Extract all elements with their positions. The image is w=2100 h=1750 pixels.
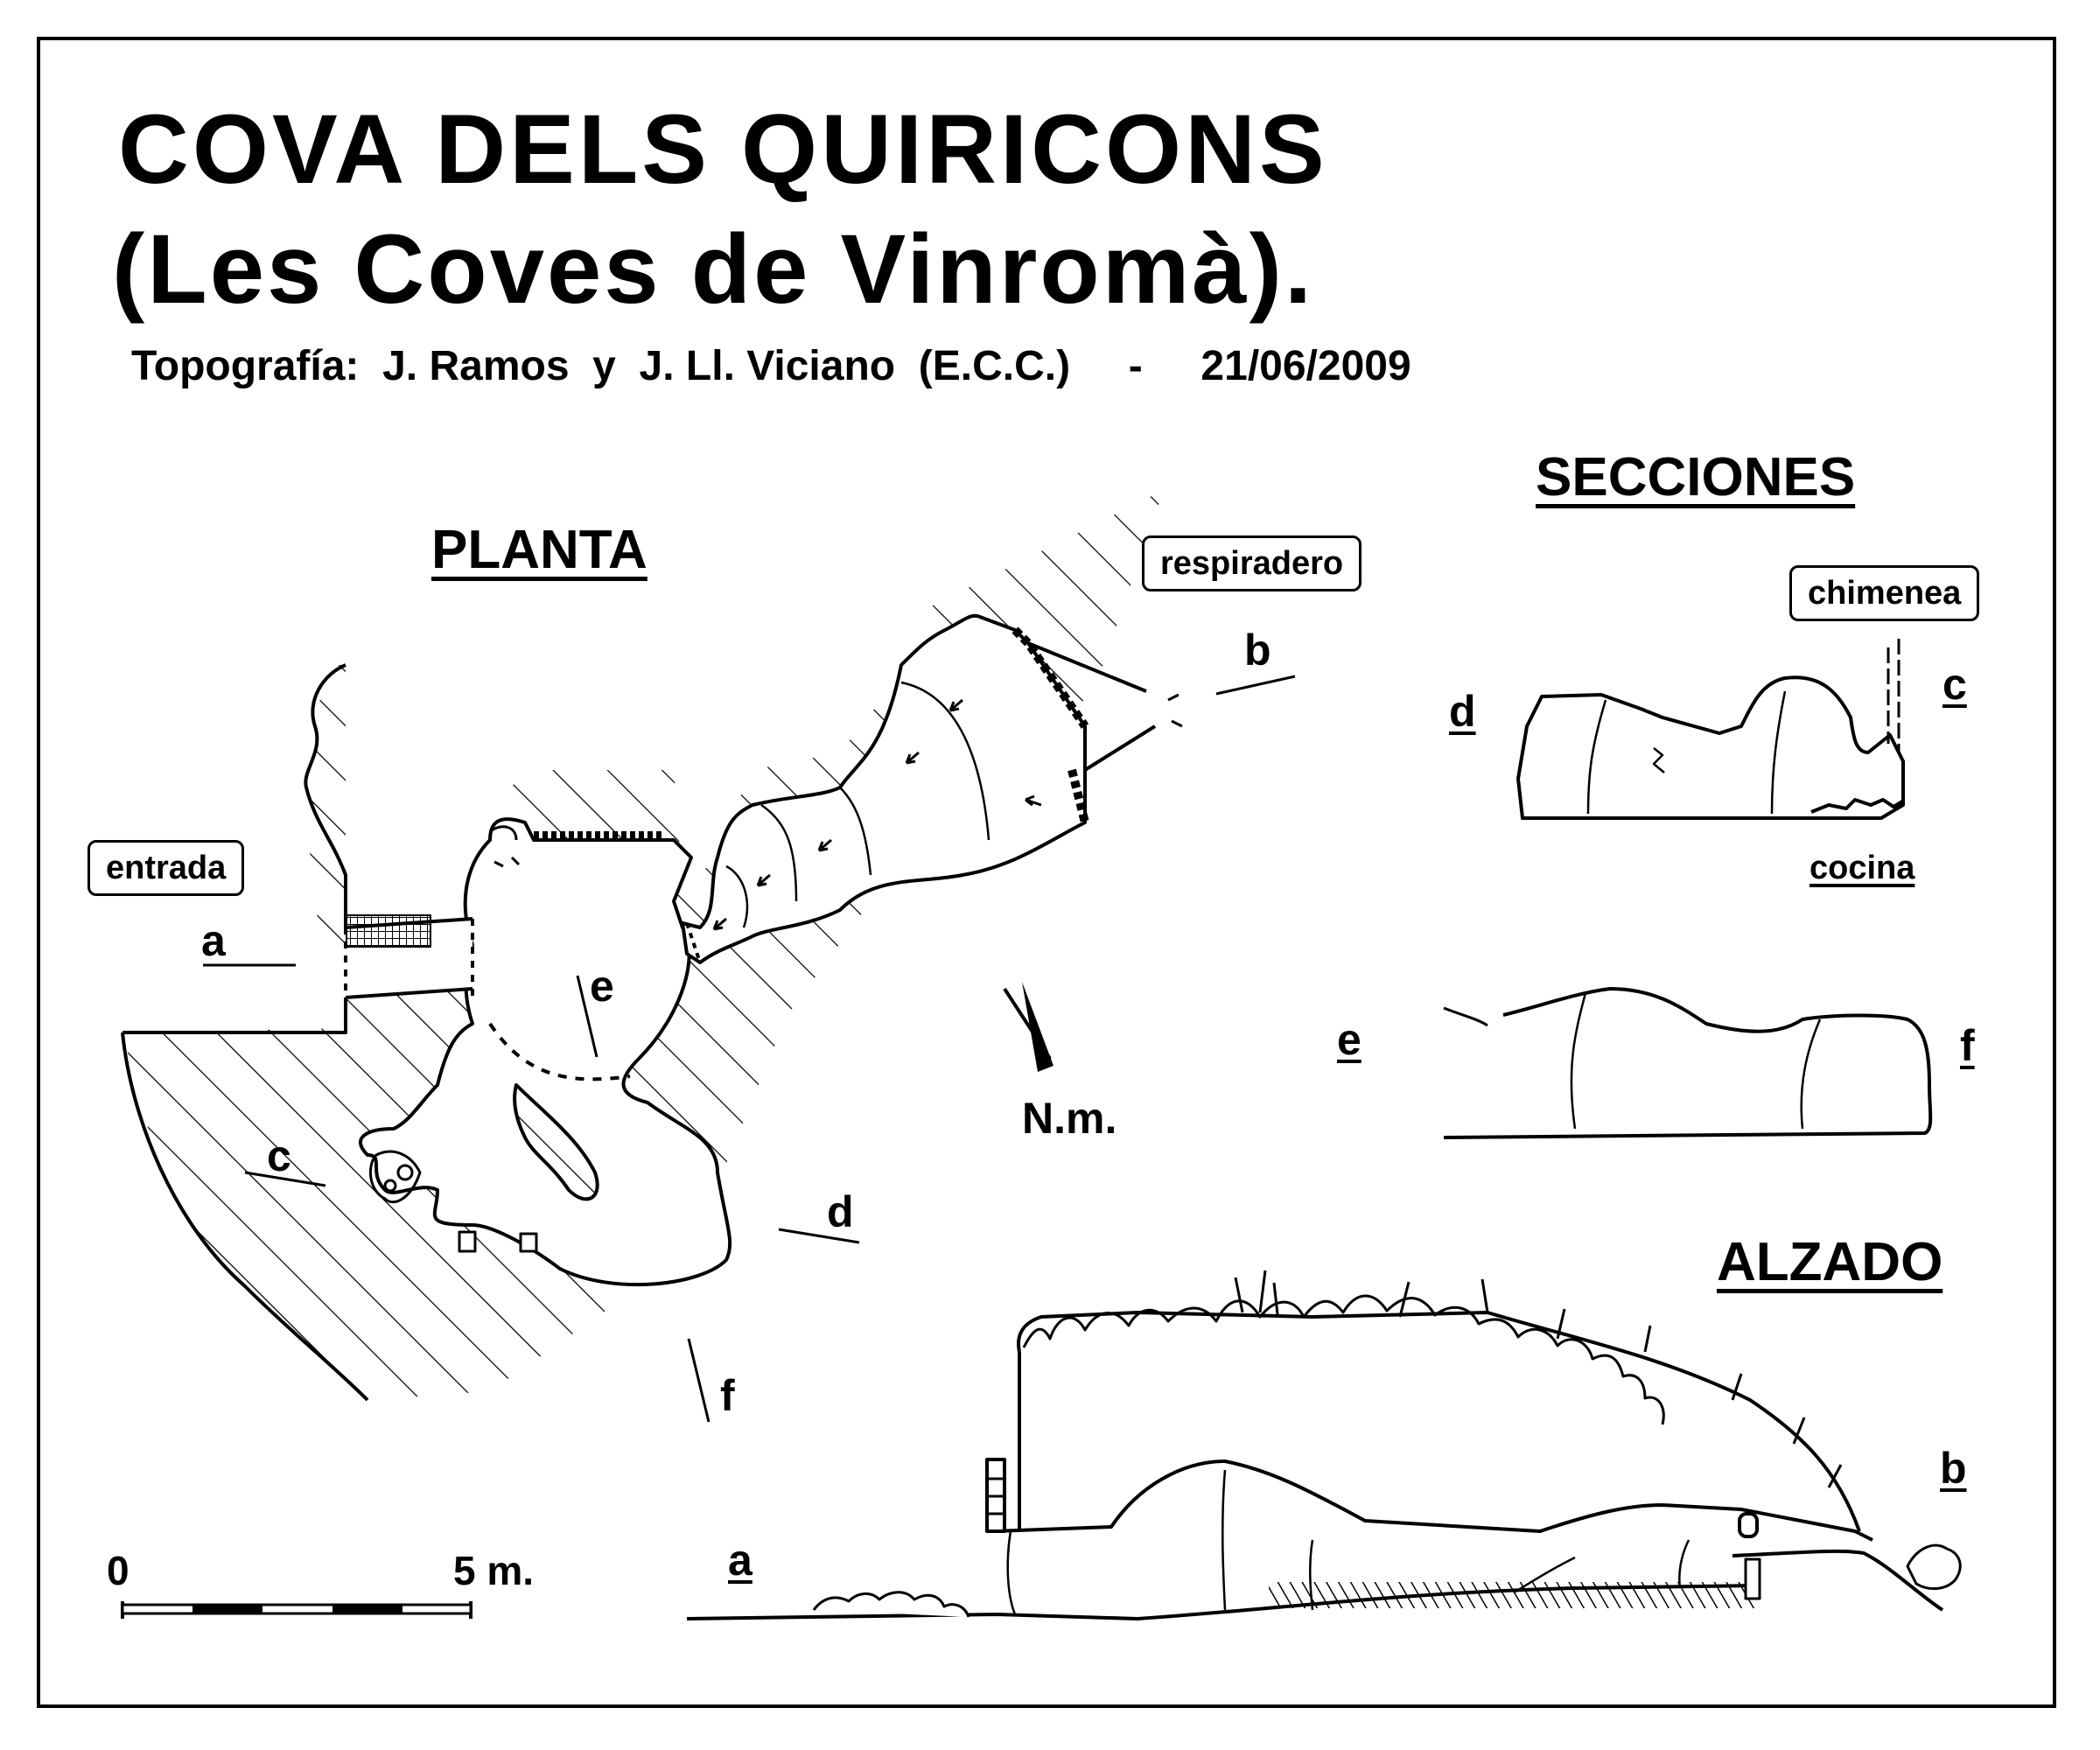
rock-outline-bottom [121,998,369,1402]
section-end-e: e [1337,1015,1362,1064]
elevation-rock-profile [1017,1311,1861,1532]
elevation-rubble [812,1591,970,1618]
map-frame [37,37,2056,1708]
plan-chamber-dash-limit [488,1022,631,1082]
kitchen-label: cocina [1810,850,1915,886]
cut-e [576,975,598,1058]
section-end-f: f [1960,1021,1975,1070]
cut-b [1215,675,1296,696]
plan-mark-d: d [827,1187,854,1236]
plan-mark-e: e [590,962,614,1011]
plan-mark-a: a [201,916,226,965]
sections-heading: SECCIONES [1536,447,1856,508]
scale-bar [121,1601,472,1619]
elevation-view [686,1270,1962,1620]
elevation-heading: ALZADO [1717,1232,1943,1292]
north-label: N.m. [1022,1094,1117,1143]
section-dc [1516,676,1905,820]
survey-credit: Topografía: J. Ramos y J. Ll. Viciano (E… [131,343,1411,389]
subtitle: (Les Coves de Vinromà). [112,214,1315,324]
section-kitchen-rubble [1810,798,1904,814]
plan-entrance-grid [346,914,431,948]
cut-f [687,1338,710,1423]
elevation-cave-ceiling [995,1460,1873,1542]
elevation-end-a: a [728,1536,752,1585]
chimney-label: chimenea [1789,565,1980,621]
section-end-d: d [1449,687,1476,736]
section-ef [1443,987,1933,1139]
plan-heading: PLANTA [431,520,648,580]
plan-mark-b: b [1244,626,1271,675]
main-title: COVA DELS QUIRICONS [118,94,1328,204]
plan-mark-f: f [720,1371,735,1420]
plan-view [121,490,1296,1423]
entrance-label: entrada [88,840,245,896]
cut-d [778,1228,860,1244]
elevation-vegetation [1022,1294,1665,1425]
plan-upper-gallery [681,613,1087,964]
scale-end-label: 5 m. [453,1548,535,1593]
scale-start-label: 0 [107,1548,130,1593]
sections-view [1443,639,1933,1139]
elevation-floor-hatch [1269,1582,1759,1608]
rock-outline-left [304,663,347,928]
plan-mark-c: c [267,1131,291,1180]
plan-rubble [368,1150,422,1204]
cut-c [244,1171,326,1187]
elevation-end-b: b [1940,1444,1967,1493]
vent-label: respiradero [1142,536,1362,592]
section-end-c: c [1942,660,1967,709]
plan-inner-pillar [513,1083,599,1201]
